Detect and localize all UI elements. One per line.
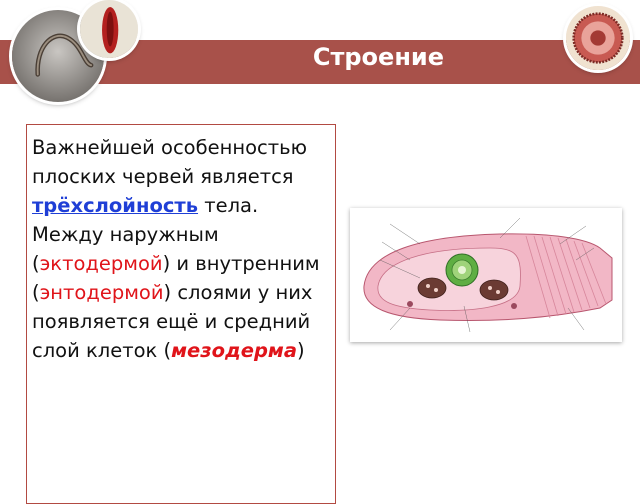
text-part-4: ) слоями у них появляется ещё и средний … (32, 281, 313, 362)
slide-title: Строение (312, 43, 444, 71)
term-endoderm: энтодермой (39, 281, 164, 304)
term-mesoderm: мезодерма (171, 339, 298, 362)
red-specimen-photo (80, 0, 138, 58)
flatworm-cross-section-diagram (350, 208, 622, 342)
text-part-2: тела. Между наружным ( (32, 194, 259, 275)
term-ectoderm: эктодермой (39, 252, 163, 275)
text-part-5: ) (297, 339, 305, 362)
text-part-3: ) и внутренним ( (32, 252, 320, 304)
text-part-1: Важнейшей особенностью плоских червей яв… (32, 136, 308, 188)
term-triple-layered[interactable]: трёхслойность (32, 194, 199, 217)
cross-section-photo (566, 6, 630, 70)
description-text-panel: Важнейшей особенностью плоских червей яв… (26, 124, 336, 504)
